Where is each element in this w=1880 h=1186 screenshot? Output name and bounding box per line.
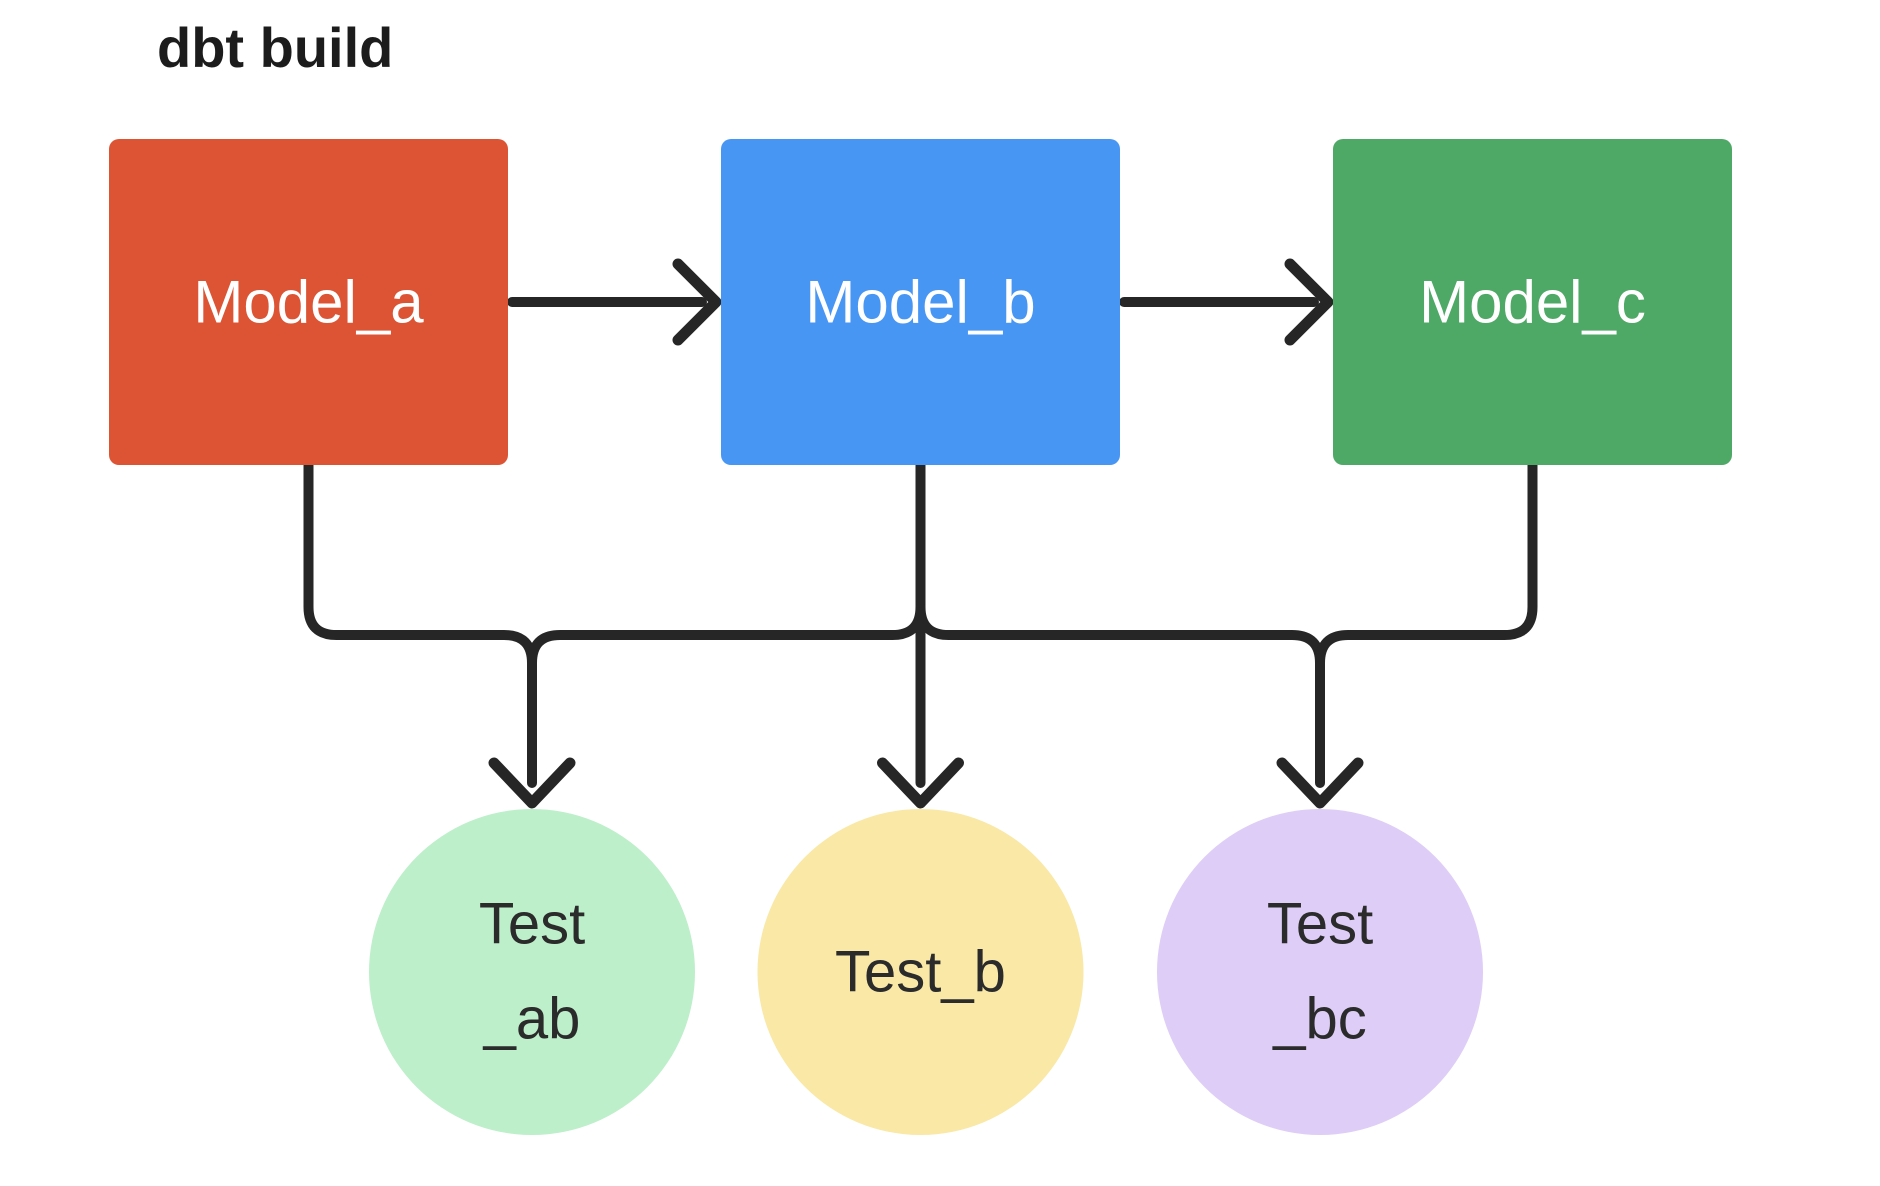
arrowhead-down-icon xyxy=(488,757,576,809)
node-model-c xyxy=(1333,139,1732,465)
node-test-ab-label-line2: _ab xyxy=(483,987,581,1052)
node-model-a-label: Model_a xyxy=(193,269,424,336)
node-test-bc xyxy=(1157,809,1483,1135)
edge-group xyxy=(303,258,1538,809)
edge-model-a-to-test-ab xyxy=(303,460,537,788)
edge-model-b-to-test-ab xyxy=(527,460,926,668)
node-test-b xyxy=(757,809,1084,1135)
model-nodes: Model_a Model_b Model_c xyxy=(109,139,1732,465)
arrowhead-right-icon xyxy=(672,258,722,346)
edge-model-c-to-test-bc xyxy=(1315,460,1538,668)
node-test-ab-label-line1: Test xyxy=(479,892,585,957)
edge-model-b-to-test-bc xyxy=(915,602,1325,788)
arrowhead-down-icon xyxy=(1276,757,1364,809)
node-model-b xyxy=(721,139,1120,465)
test-nodes: Test _ab Test_b Test _bc xyxy=(369,809,1483,1135)
arrowhead-down-icon xyxy=(877,757,964,809)
node-model-b-label: Model_b xyxy=(805,269,1035,336)
node-test-bc-label-line1: Test xyxy=(1267,892,1373,957)
diagram-title: dbt build xyxy=(157,16,393,79)
arrowhead-right-icon xyxy=(1284,258,1334,346)
node-model-a xyxy=(109,139,508,465)
node-test-bc-label-line2: _bc xyxy=(1272,987,1367,1052)
node-test-b-label: Test_b xyxy=(835,940,1006,1005)
node-model-c-label: Model_c xyxy=(1419,269,1646,336)
node-test-ab xyxy=(369,809,695,1135)
